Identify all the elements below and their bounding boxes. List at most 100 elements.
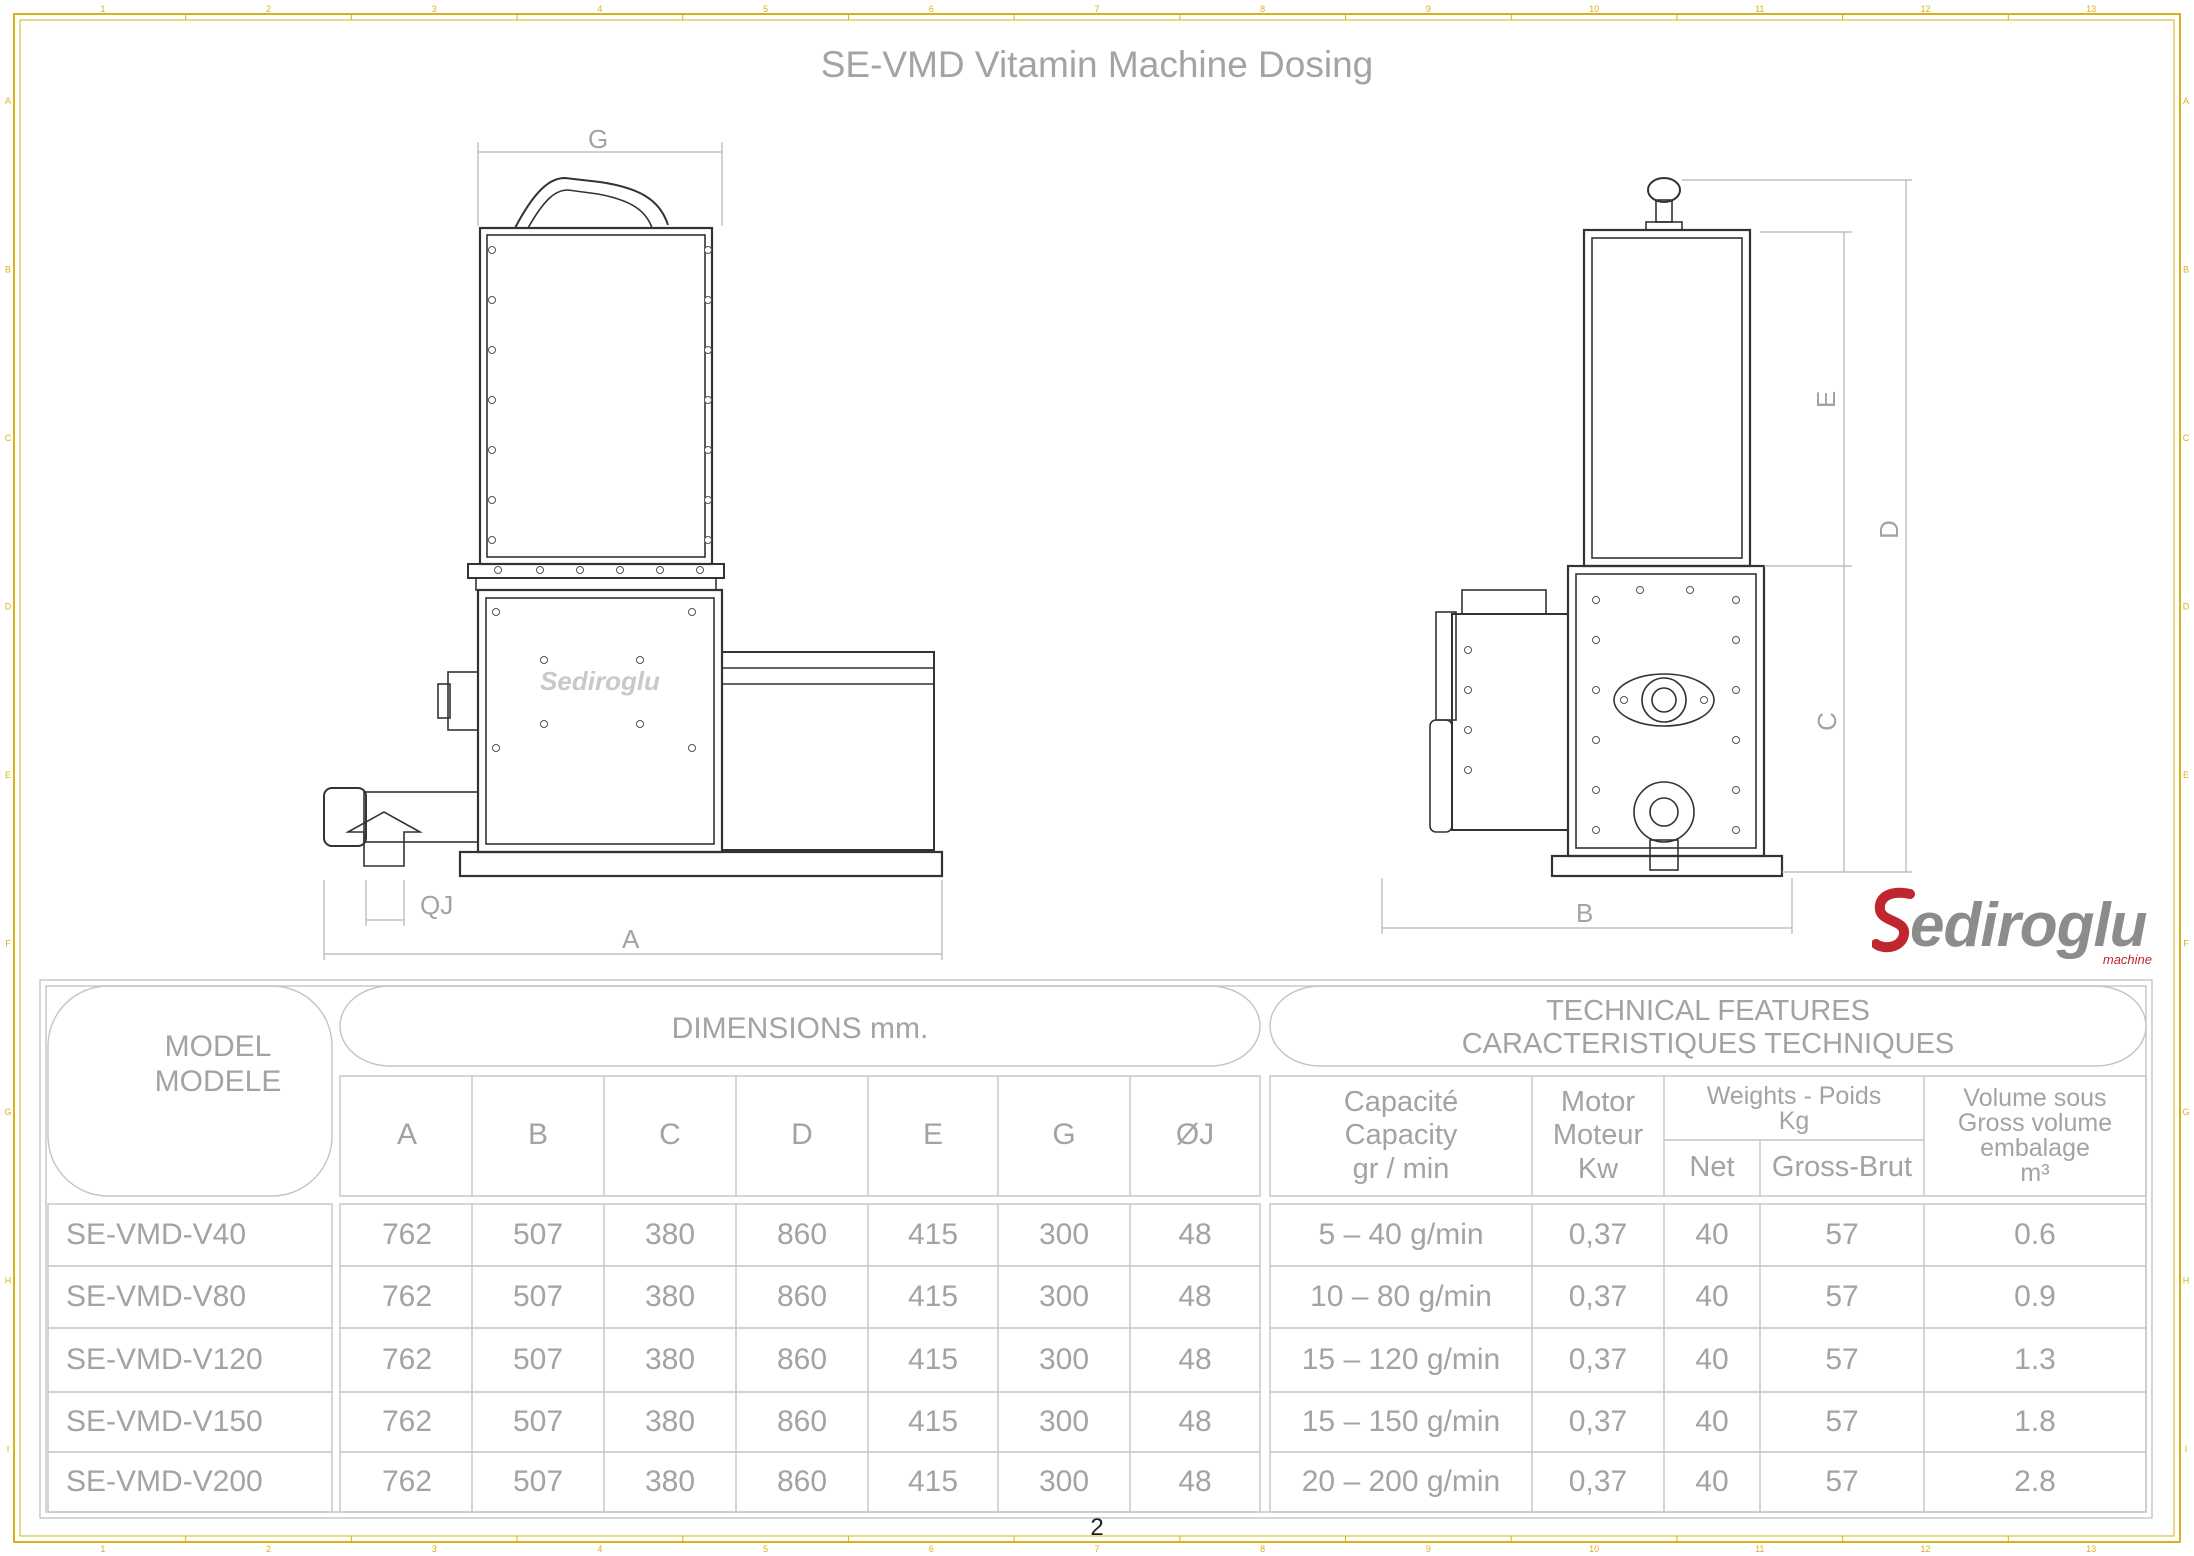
- page-number: 2: [1090, 1514, 1104, 1541]
- dim-column-header: D: [791, 1117, 813, 1151]
- table-cell-e: 415: [907, 1279, 959, 1313]
- brand-initial: S: [1892, 929, 1893, 931]
- bolt: [704, 496, 712, 504]
- frame-column-number: 12: [1920, 1544, 1930, 1554]
- table-cell-j: 48: [1178, 1464, 1212, 1498]
- frame-row-letter: E: [5, 770, 11, 780]
- table-cell-b: 507: [512, 1342, 564, 1376]
- table-row-model: SE-VMD-V80: [66, 1279, 247, 1313]
- frame-row-letter: G: [4, 1107, 11, 1117]
- table-cell-gross: 57: [1825, 1404, 1859, 1438]
- frame-column-number: 10: [1589, 1544, 1599, 1554]
- table-cell-b: 507: [512, 1217, 564, 1251]
- volume-header-line: embalage: [1980, 1134, 2090, 1162]
- dim-column-header: G: [1052, 1117, 1076, 1151]
- frame-row-letter: E: [2183, 770, 2189, 780]
- table-border: [39, 979, 2153, 1519]
- frame-column-number: 13: [2086, 4, 2096, 14]
- capacity-header-line: Capacity: [1344, 1119, 1458, 1152]
- bolt: [1464, 726, 1472, 734]
- frame-column-number: 6: [929, 1544, 934, 1554]
- dim-column-header: B: [527, 1117, 548, 1151]
- table-border: [47, 1203, 333, 1513]
- table-cell-net: 40: [1695, 1404, 1729, 1438]
- bolt: [492, 744, 500, 752]
- brand-s-mark: S: [1872, 887, 1915, 953]
- frame-column-number: 1: [100, 4, 105, 14]
- table-cell-gross: 57: [1825, 1464, 1859, 1498]
- table-cell-motor: 0,37: [1568, 1404, 1628, 1438]
- table-cell-g: 300: [1038, 1217, 1090, 1251]
- table-cell-a: 762: [381, 1217, 433, 1251]
- bolt: [616, 566, 624, 574]
- bolt: [1686, 586, 1694, 594]
- brand-logo: S ediroglu machine: [1872, 887, 2162, 967]
- table-border: [339, 1075, 1261, 1197]
- frame-row-letter: F: [2183, 938, 2189, 948]
- frame-column-number: 6: [929, 4, 934, 14]
- frame-column-number: 2: [266, 1544, 271, 1554]
- frame-row-letter: I: [2185, 1444, 2188, 1454]
- dimension-label-g: G: [588, 124, 609, 154]
- dim-column-header: C: [659, 1117, 681, 1151]
- frame-row-letter: G: [2182, 1107, 2189, 1117]
- weights-header-line: Weights - Poids: [1706, 1082, 1882, 1110]
- bolt: [704, 446, 712, 454]
- bolt: [656, 566, 664, 574]
- bolt: [636, 720, 644, 728]
- table-cell-a: 762: [381, 1342, 433, 1376]
- table-cell-d: 860: [776, 1279, 828, 1313]
- table-cell-j: 48: [1178, 1279, 1212, 1313]
- bolt: [1732, 636, 1740, 644]
- frame-row-letter: A: [2183, 96, 2189, 106]
- frame-column-number: 2: [266, 4, 271, 14]
- table-row-model: SE-VMD-V150: [66, 1404, 263, 1438]
- table-cell-gross: 57: [1825, 1279, 1859, 1313]
- bolt: [576, 566, 584, 574]
- brand-name: ediroglu: [1910, 891, 2148, 960]
- table-cell-motor: 0,37: [1568, 1279, 1628, 1313]
- dim-column-header: A: [396, 1117, 417, 1151]
- frame-row-letter: I: [7, 1444, 10, 1454]
- table-cell-d: 860: [776, 1404, 828, 1438]
- frame-column-number: 5: [763, 1544, 768, 1554]
- bolt: [488, 396, 496, 404]
- net-header: Net: [1689, 1151, 1735, 1184]
- frame-row-letter: D: [5, 602, 12, 612]
- frame-row-letter: B: [2183, 265, 2189, 275]
- table-cell-volume: 0.6: [2014, 1217, 2056, 1251]
- capacity-header-line: gr / min: [1352, 1152, 1450, 1185]
- frame-column-number: 7: [1094, 1544, 1099, 1554]
- table-cell-b: 507: [512, 1464, 564, 1498]
- bolt: [1464, 766, 1472, 774]
- frame-row-letter: D: [2183, 602, 2190, 612]
- table-cell-c: 380: [644, 1279, 696, 1313]
- volume-header-line: Volume sous: [1963, 1084, 2107, 1112]
- table-cell-capacity: 5 – 40 g/min: [1318, 1217, 1484, 1251]
- bolt: [488, 536, 496, 544]
- table-cell-capacity: 15 – 120 g/min: [1301, 1342, 1501, 1376]
- table-row-model: SE-VMD-V120: [66, 1342, 263, 1376]
- bolt: [540, 656, 548, 664]
- table-cell-d: 860: [776, 1464, 828, 1498]
- model-header-line: MODELE: [154, 1064, 282, 1098]
- table-cell-motor: 0,37: [1568, 1464, 1628, 1498]
- dim-column-header: E: [922, 1117, 943, 1151]
- table-cell-g: 300: [1038, 1279, 1090, 1313]
- frame-column-number: 4: [597, 1544, 602, 1554]
- bolt: [492, 608, 500, 616]
- bolt: [636, 656, 644, 664]
- table-cell-gross: 57: [1825, 1217, 1859, 1251]
- bolt: [704, 296, 712, 304]
- page-title: SE-VMD Vitamin Machine Dosing: [820, 44, 1374, 85]
- table-cell-g: 300: [1038, 1404, 1090, 1438]
- table-cell-motor: 0,37: [1568, 1217, 1628, 1251]
- brand-subtitle: machine: [2102, 952, 2152, 967]
- bolt: [1700, 696, 1708, 704]
